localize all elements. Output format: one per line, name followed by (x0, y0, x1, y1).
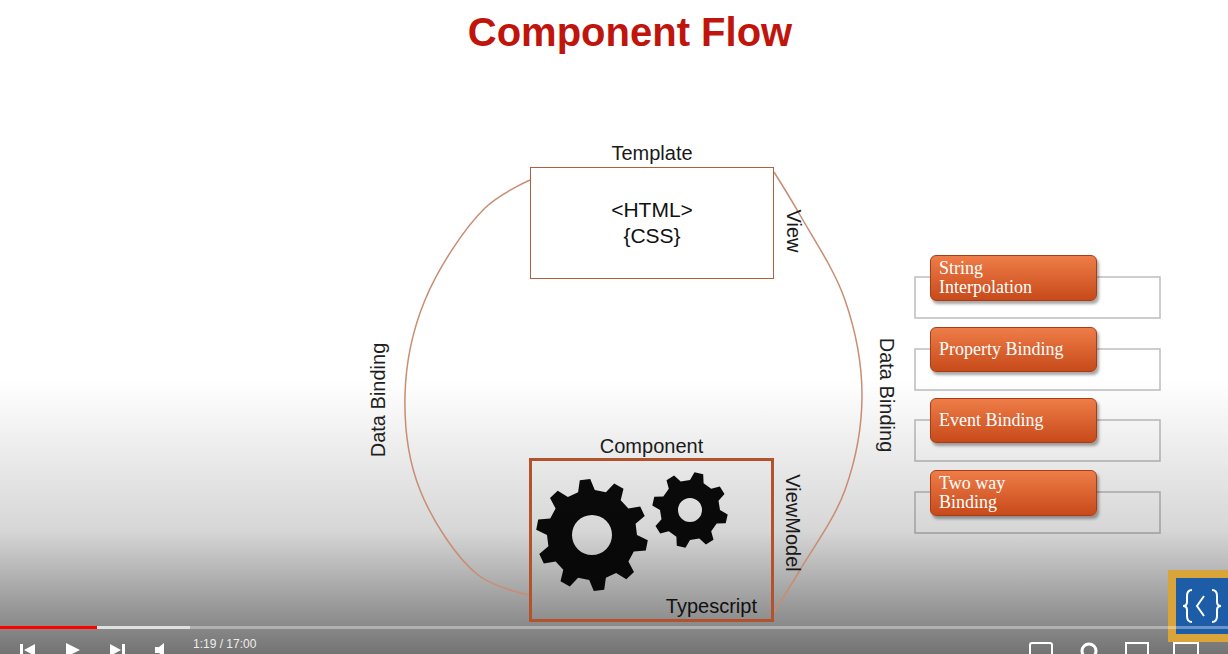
captions-icon (1030, 643, 1052, 654)
player-bar (0, 626, 1228, 654)
template-box: Template<HTML> {CSS}View (530, 167, 774, 279)
binding-label: Property Binding (939, 340, 1064, 359)
next-icon (110, 644, 121, 654)
next-icon (122, 644, 125, 654)
diagram-title: Component Flow (468, 10, 792, 55)
settings-icon (1082, 644, 1096, 654)
edge-label: Data Binding (367, 343, 390, 458)
logo-symbol (1183, 590, 1221, 622)
side-label: View (782, 209, 805, 252)
box-heading: Template (611, 142, 692, 165)
theater-icon (1174, 643, 1198, 654)
progress-buffer (97, 626, 190, 629)
video-shade (0, 380, 1228, 654)
chip: String Interpolation (930, 255, 1097, 301)
chip: Event Binding (930, 398, 1097, 443)
box-heading: Component (600, 435, 703, 458)
box-caption: Typescript (666, 595, 757, 618)
side-label: ViewModel (781, 474, 804, 571)
edge-label: Data Binding (875, 338, 898, 453)
binding-label: Event Binding (939, 411, 1044, 430)
chip: Two way Binding (930, 470, 1097, 516)
video-time: 1:19 / 17:00 (193, 637, 256, 651)
logo-badge (1168, 570, 1228, 642)
logo-ground (1176, 578, 1228, 634)
prev-icon (20, 644, 23, 654)
play-icon (66, 643, 80, 654)
volume-icon (155, 643, 164, 654)
component-box: ComponentViewModelTypescript (529, 458, 774, 622)
binding-label: String Interpolation (939, 259, 1064, 297)
miniplayer-icon (1126, 643, 1148, 654)
box-text: <HTML> {CSS} (607, 197, 697, 250)
progress-track (0, 626, 1228, 629)
logo-frame (1168, 570, 1228, 642)
binding-label: Two way Binding (939, 474, 1064, 512)
chip: Property Binding (930, 327, 1097, 372)
data-binding-arc (405, 180, 530, 595)
progress-played (0, 626, 97, 629)
data-binding-arc (774, 172, 862, 612)
prev-icon (24, 644, 35, 654)
